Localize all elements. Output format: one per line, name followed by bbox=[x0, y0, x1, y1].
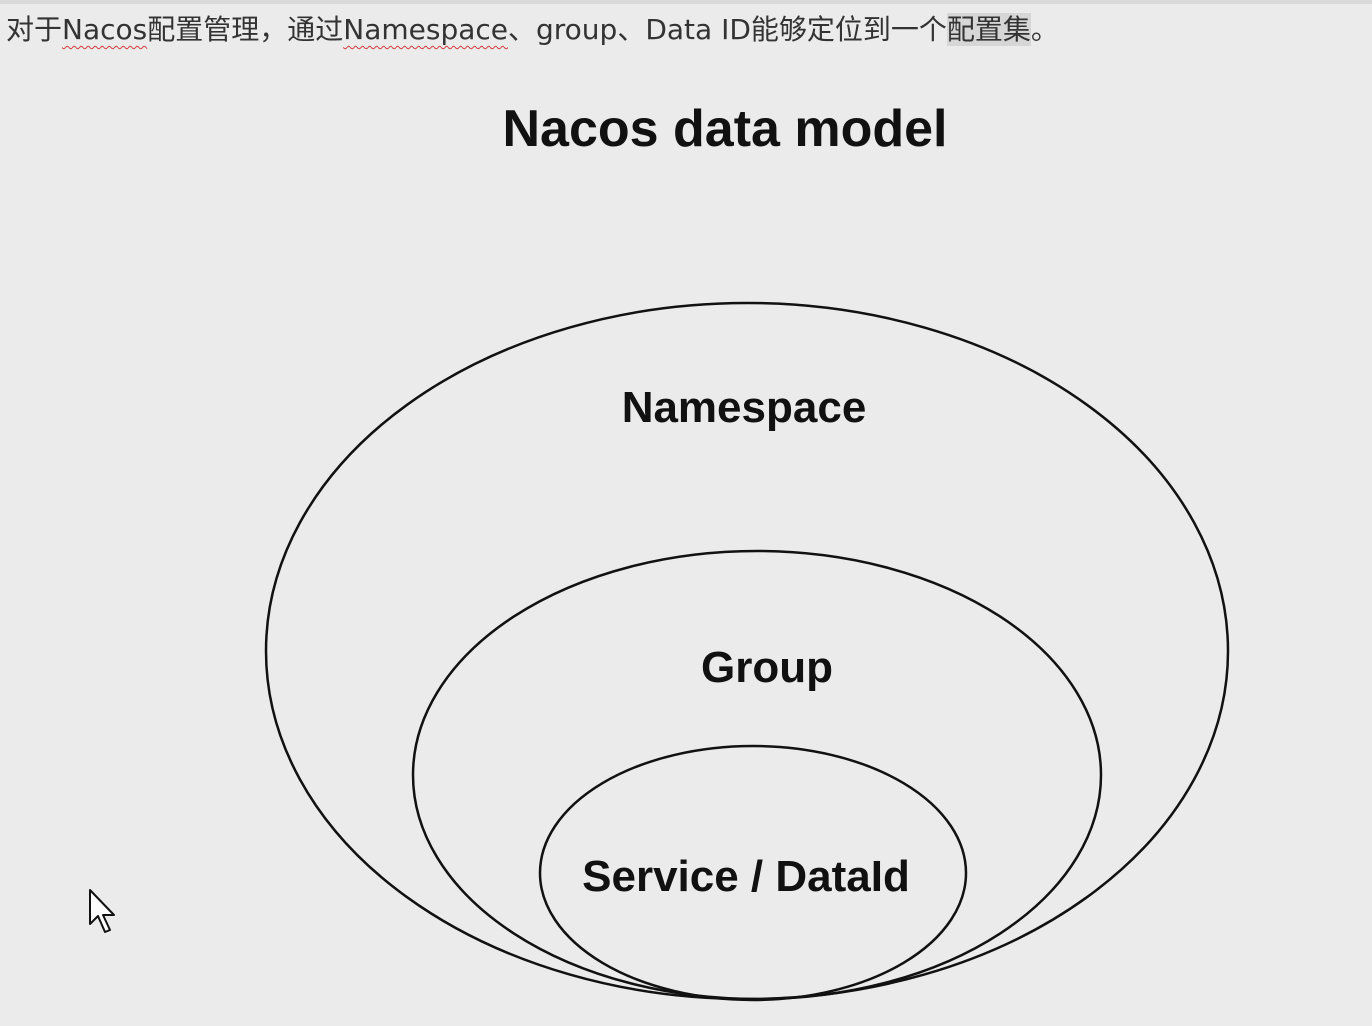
top-border bbox=[0, 0, 1372, 4]
mouse-pointer-icon bbox=[89, 889, 115, 933]
service-dataid-label: Service / DataId bbox=[582, 852, 910, 901]
intro-text-3: 、group、Data ID能够定位到一个 bbox=[508, 13, 947, 46]
service-dataid-ellipse bbox=[538, 744, 968, 1002]
intro-nacos: Nacos bbox=[62, 13, 148, 46]
intro-text-4: 。 bbox=[1030, 13, 1059, 46]
intro-paragraph: 对于Nacos配置管理，通过Namespace、group、Data ID能够定… bbox=[6, 8, 1059, 52]
intro-text-2: 配置管理，通过 bbox=[147, 13, 344, 46]
diagram-title: Nacos data model bbox=[502, 100, 947, 158]
group-ellipse bbox=[411, 549, 1103, 1001]
group-label: Group bbox=[701, 643, 833, 692]
intro-text-1: 对于 bbox=[6, 13, 63, 46]
intro-highlight: 配置集 bbox=[946, 13, 1031, 46]
intro-namespace: Namespace bbox=[343, 13, 508, 46]
namespace-label: Namespace bbox=[622, 383, 867, 432]
